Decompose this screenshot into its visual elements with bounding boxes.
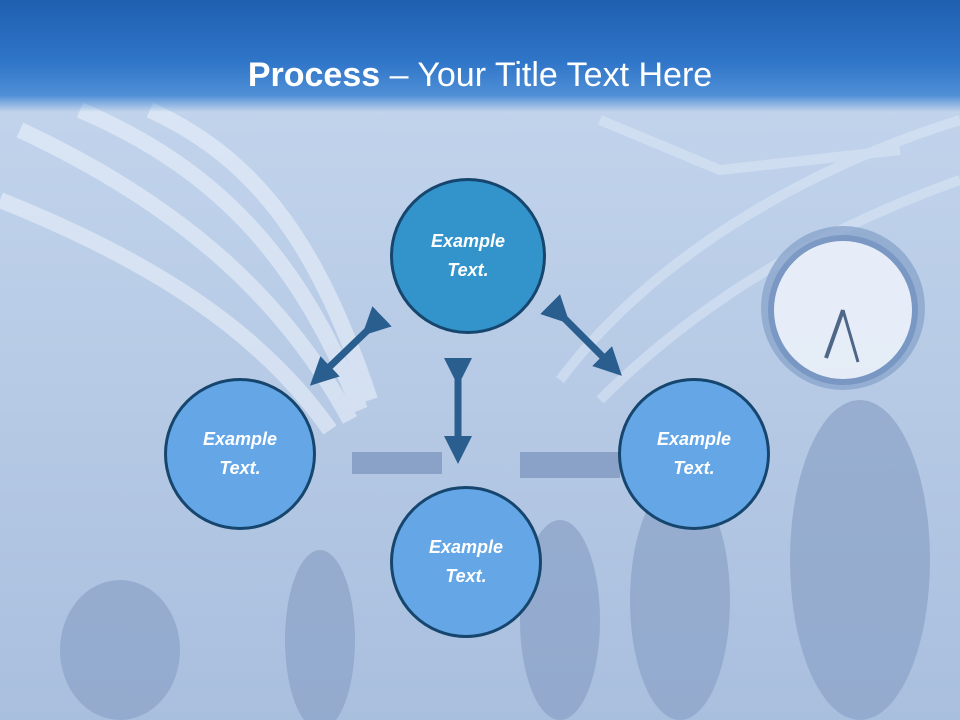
node-bottom-label: Example Text. [428, 537, 504, 586]
process-node-top: Example Text. [390, 178, 546, 334]
slide-title: Process – Your Title Text Here [0, 54, 960, 96]
process-node-bottom: Example Text. [390, 486, 542, 638]
process-node-right: Example Text. [618, 378, 770, 530]
node-top-label: Example Text. [430, 231, 506, 280]
arrow-top-right [540, 294, 622, 376]
process-node-left: Example Text. [164, 378, 316, 530]
node-right-label: Example Text. [656, 429, 732, 478]
title-bar [0, 0, 960, 112]
node-left-label: Example Text. [202, 429, 278, 478]
title-bold: Process [247, 56, 381, 94]
arrow-top-left [309, 306, 392, 386]
title-rest: – Your Title Text Here [380, 56, 713, 94]
